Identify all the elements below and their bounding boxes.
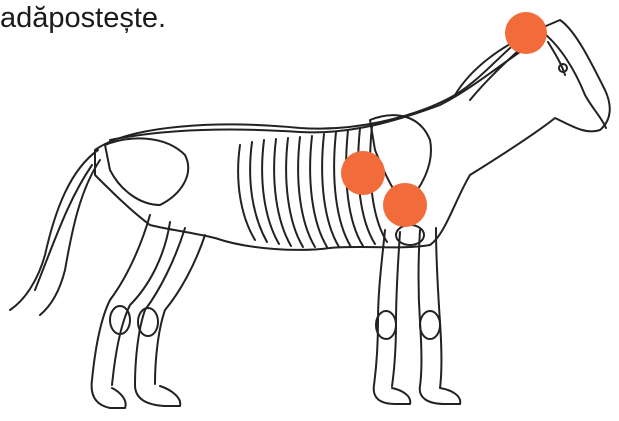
horse-joints <box>110 225 440 339</box>
horse-hind-leg-left <box>92 215 170 408</box>
horse-tail <box>10 150 100 315</box>
horse-pelvis <box>105 138 188 205</box>
horse-spine <box>110 45 530 140</box>
horse-body-outline <box>95 20 610 250</box>
horse-front-leg-left <box>374 230 411 404</box>
marker-withers <box>341 151 385 195</box>
horse-hind-leg-right <box>135 228 205 406</box>
marker-shoulder <box>383 183 427 227</box>
horse-head <box>540 30 606 128</box>
marker-poll <box>505 12 547 54</box>
horse-front-leg-right <box>419 228 461 404</box>
